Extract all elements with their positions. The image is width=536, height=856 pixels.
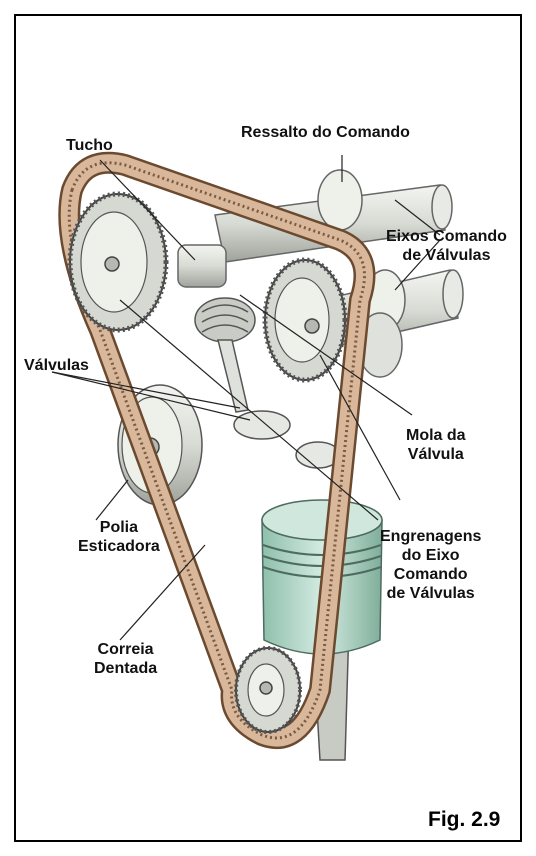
figure-caption: Fig. 2.9 (428, 808, 500, 832)
label-mola-da-valvula: Mola da Válvula (406, 426, 466, 464)
label-correia-line2: Dentada (94, 659, 157, 678)
label-engrenagens-line3: Comando (380, 565, 481, 584)
label-ressalto-do-comando: Ressalto do Comando (241, 123, 410, 142)
label-tucho: Tucho (66, 136, 113, 155)
label-polia-line1: Polia (78, 518, 160, 537)
leader-polia (96, 480, 128, 520)
label-eixos-line2: de Válvulas (386, 246, 507, 265)
label-engrenagens: Engrenagens do Eixo Comando de Válvulas (380, 527, 481, 603)
label-valvulas: Válvulas (24, 356, 89, 375)
label-engrenagens-line1: Engrenagens (380, 527, 481, 546)
label-correia-line1: Correia (94, 640, 157, 659)
crankshaft-gear (236, 648, 300, 732)
label-mola-line2: Válvula (406, 445, 466, 464)
label-polia-esticadora: Polia Esticadora (78, 518, 160, 556)
label-eixos-line1: Eixos Comando (386, 227, 507, 246)
label-eixos-comando: Eixos Comando de Válvulas (386, 227, 507, 265)
label-mola-line1: Mola da (406, 426, 466, 445)
label-engrenagens-line2: do Eixo (380, 546, 481, 565)
camshaft-gear-right (265, 260, 345, 380)
label-polia-line2: Esticadora (78, 537, 160, 556)
label-engrenagens-line4: de Válvulas (380, 584, 481, 603)
label-correia-dentada: Correia Dentada (94, 640, 157, 678)
